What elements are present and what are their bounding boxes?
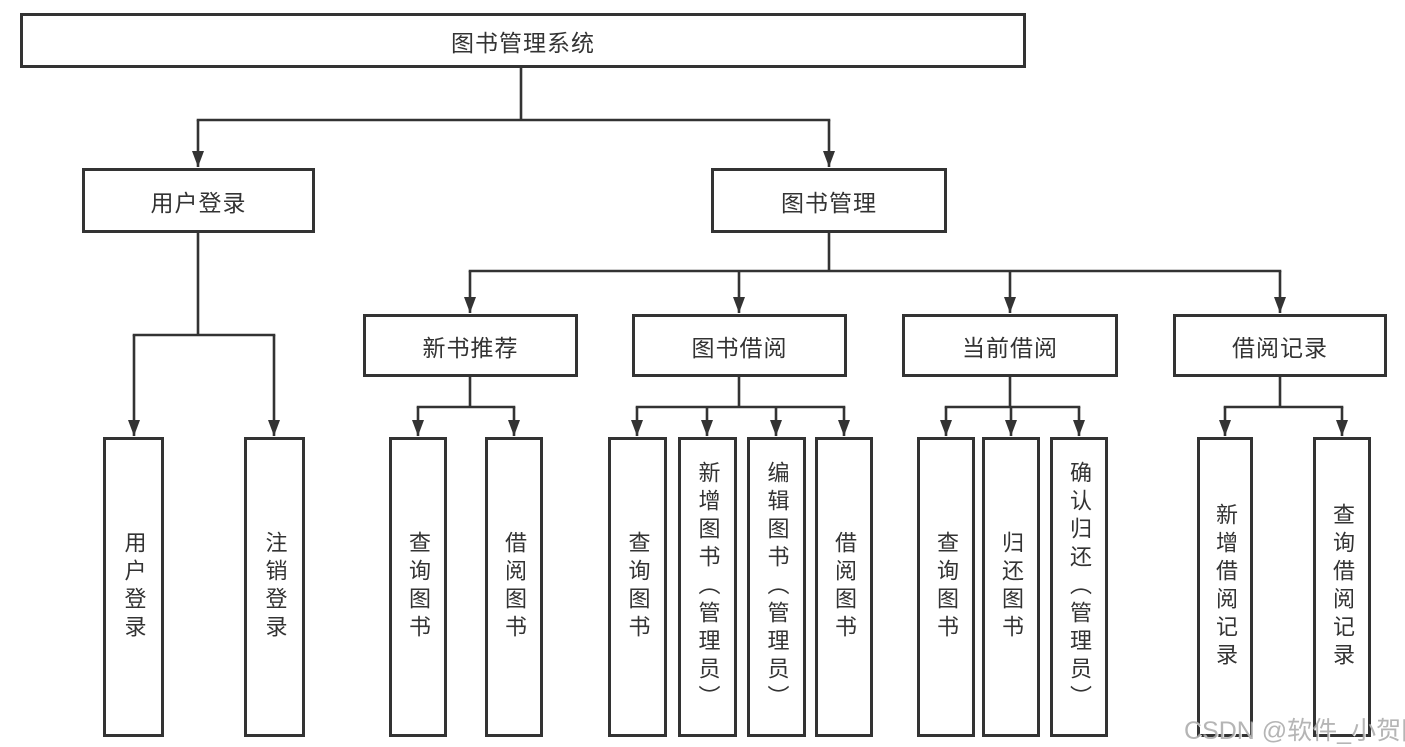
leaf-edit-book-admin: 编辑图书（管理员） xyxy=(747,437,806,737)
leaf-add-borrow-record: 新增借阅记录 xyxy=(1197,437,1253,737)
leaf-logout: 注销登录 xyxy=(244,437,305,737)
leaf-query-books-borrow: 查询图书 xyxy=(608,437,667,737)
leaf-label: 新增图书（管理员） xyxy=(695,461,721,713)
leaf-label: 查询图书 xyxy=(406,531,431,643)
leaf-add-book-admin: 新增图书（管理员） xyxy=(678,437,737,737)
leaf-return-books: 归还图书 xyxy=(982,437,1040,737)
leaf-label: 借阅图书 xyxy=(832,531,857,643)
leaf-label: 注销登录 xyxy=(262,531,288,643)
node-current-borrowing: 当前借阅 xyxy=(902,314,1118,377)
leaf-label: 新增借阅记录 xyxy=(1213,503,1238,671)
leaf-label: 归还图书 xyxy=(999,531,1024,643)
node-book-borrowing: 图书借阅 xyxy=(632,314,847,377)
csdn-watermark: CSDN @软件_小贺同学 xyxy=(1184,717,1405,745)
leaf-borrow-books: 借阅图书 xyxy=(815,437,873,737)
node-library-system: 图书管理系统 xyxy=(20,13,1026,68)
node-book-management: 图书管理 xyxy=(711,168,947,233)
leaf-label: 用户登录 xyxy=(121,531,147,643)
leaf-label: 编辑图书（管理员） xyxy=(764,461,790,713)
leaf-label: 查询图书 xyxy=(934,531,959,643)
leaf-borrow-books-recommend: 借阅图书 xyxy=(485,437,543,737)
leaf-confirm-return-admin: 确认归还（管理员） xyxy=(1050,437,1108,737)
leaf-query-books-recommend: 查询图书 xyxy=(389,437,447,737)
leaf-label: 借阅图书 xyxy=(502,531,527,643)
node-borrowing-records: 借阅记录 xyxy=(1173,314,1387,377)
leaf-label: 确认归还（管理员） xyxy=(1067,461,1092,713)
leaf-query-borrow-record: 查询借阅记录 xyxy=(1313,437,1371,737)
leaf-label: 查询借阅记录 xyxy=(1330,503,1355,671)
leaf-user-login: 用户登录 xyxy=(103,437,164,737)
leaf-query-books-current: 查询图书 xyxy=(917,437,975,737)
node-new-book-recommendation: 新书推荐 xyxy=(363,314,578,377)
node-user-login: 用户登录 xyxy=(82,168,315,233)
leaf-label: 查询图书 xyxy=(625,531,651,643)
